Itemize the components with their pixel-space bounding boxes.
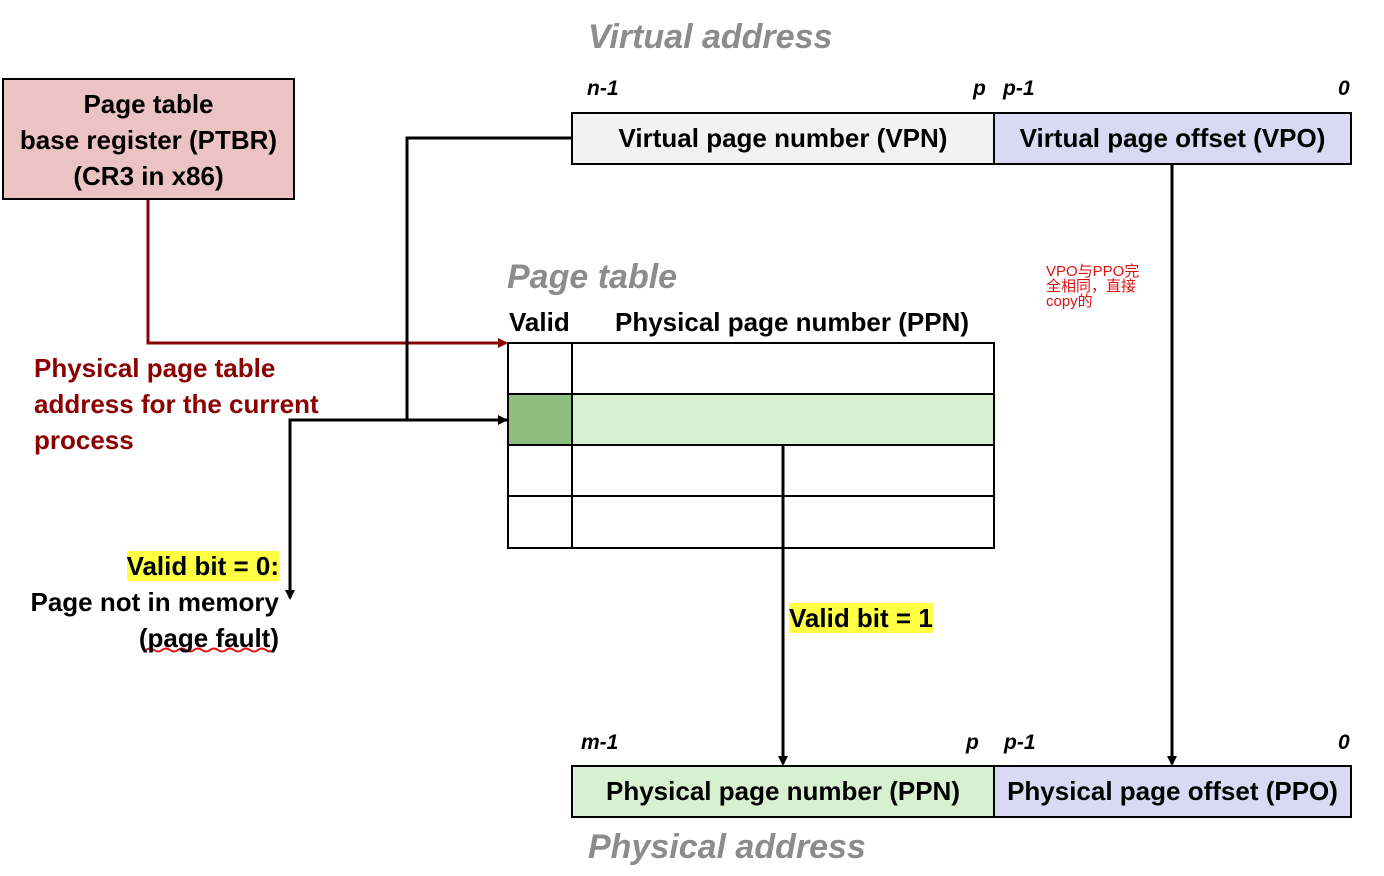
ptbr-line3: (CR3 in x86)	[73, 161, 224, 191]
note-line2: 全相同，直接	[1046, 278, 1137, 295]
va-bit-zero: 0	[1338, 77, 1350, 100]
pte-valid-cell	[507, 342, 573, 395]
col-valid-header: Valid	[509, 307, 570, 337]
vpo-ppo-note: VPO与PPO完 全相同，直接 copy的	[1046, 264, 1139, 309]
pa-bit-zero: 0	[1338, 731, 1350, 754]
ptbr-arrow	[146, 200, 508, 348]
page-table-title: Page table	[507, 258, 678, 296]
pta-line1: Physical page table	[34, 353, 276, 383]
pte-valid-cell	[507, 444, 573, 497]
page-table	[507, 342, 995, 549]
valid1-wrapper: Valid bit = 1	[789, 602, 933, 634]
pa-bit-p-minus-1: p-1	[1004, 731, 1036, 754]
pte-valid-cell	[507, 495, 573, 549]
pte-ppn-cell-highlighted	[571, 393, 995, 446]
page-fault-arrow	[285, 418, 540, 600]
physical-address-title: Physical address	[588, 828, 866, 866]
valid0-line3: (page fault)	[138, 623, 279, 653]
pta-line2: address for the current	[34, 389, 319, 419]
pte-ppn-cell	[571, 444, 995, 497]
pta-line3: process	[34, 425, 134, 455]
valid0-line2: Page not in memory	[30, 587, 280, 617]
virtual-address-title: Virtual address	[588, 18, 833, 56]
note-line3: copy的	[1046, 293, 1093, 310]
pa-bit-p: p	[966, 731, 979, 754]
va-bit-p: p	[973, 77, 986, 100]
va-bit-high: n-1	[587, 77, 619, 100]
pte-valid-cell-highlighted	[507, 393, 573, 446]
physical-table-address-label: Physical page table address for the curr…	[34, 350, 319, 458]
pte-ppn-cell	[571, 342, 995, 395]
ptbr-line2: base register (PTBR)	[19, 125, 278, 155]
valid0-label: Valid bit = 0:	[126, 551, 279, 581]
vpo-field: Virtual page offset (VPO)	[993, 112, 1352, 165]
page-fault-label: Valid bit = 0: Page not in memory (page …	[0, 548, 279, 656]
note-line1: VPO与PPO完	[1046, 263, 1140, 280]
valid1-label: Valid bit = 1	[789, 603, 933, 633]
col-ppn-header: Physical page number (PPN)	[615, 307, 969, 337]
ppn-field: Physical page number (PPN)	[571, 765, 995, 818]
ppo-field: Physical page offset (PPO)	[993, 765, 1352, 818]
va-bit-p-minus-1: p-1	[1003, 77, 1035, 100]
pa-bit-high: m-1	[581, 731, 619, 754]
ptbr-box: Page table base register (PTBR) (CR3 in …	[2, 78, 295, 200]
pte-ppn-cell	[571, 495, 995, 549]
spellcheck-underline	[145, 647, 271, 653]
ptbr-line1: Page table	[83, 89, 214, 119]
vpn-field: Virtual page number (VPN)	[571, 112, 995, 165]
